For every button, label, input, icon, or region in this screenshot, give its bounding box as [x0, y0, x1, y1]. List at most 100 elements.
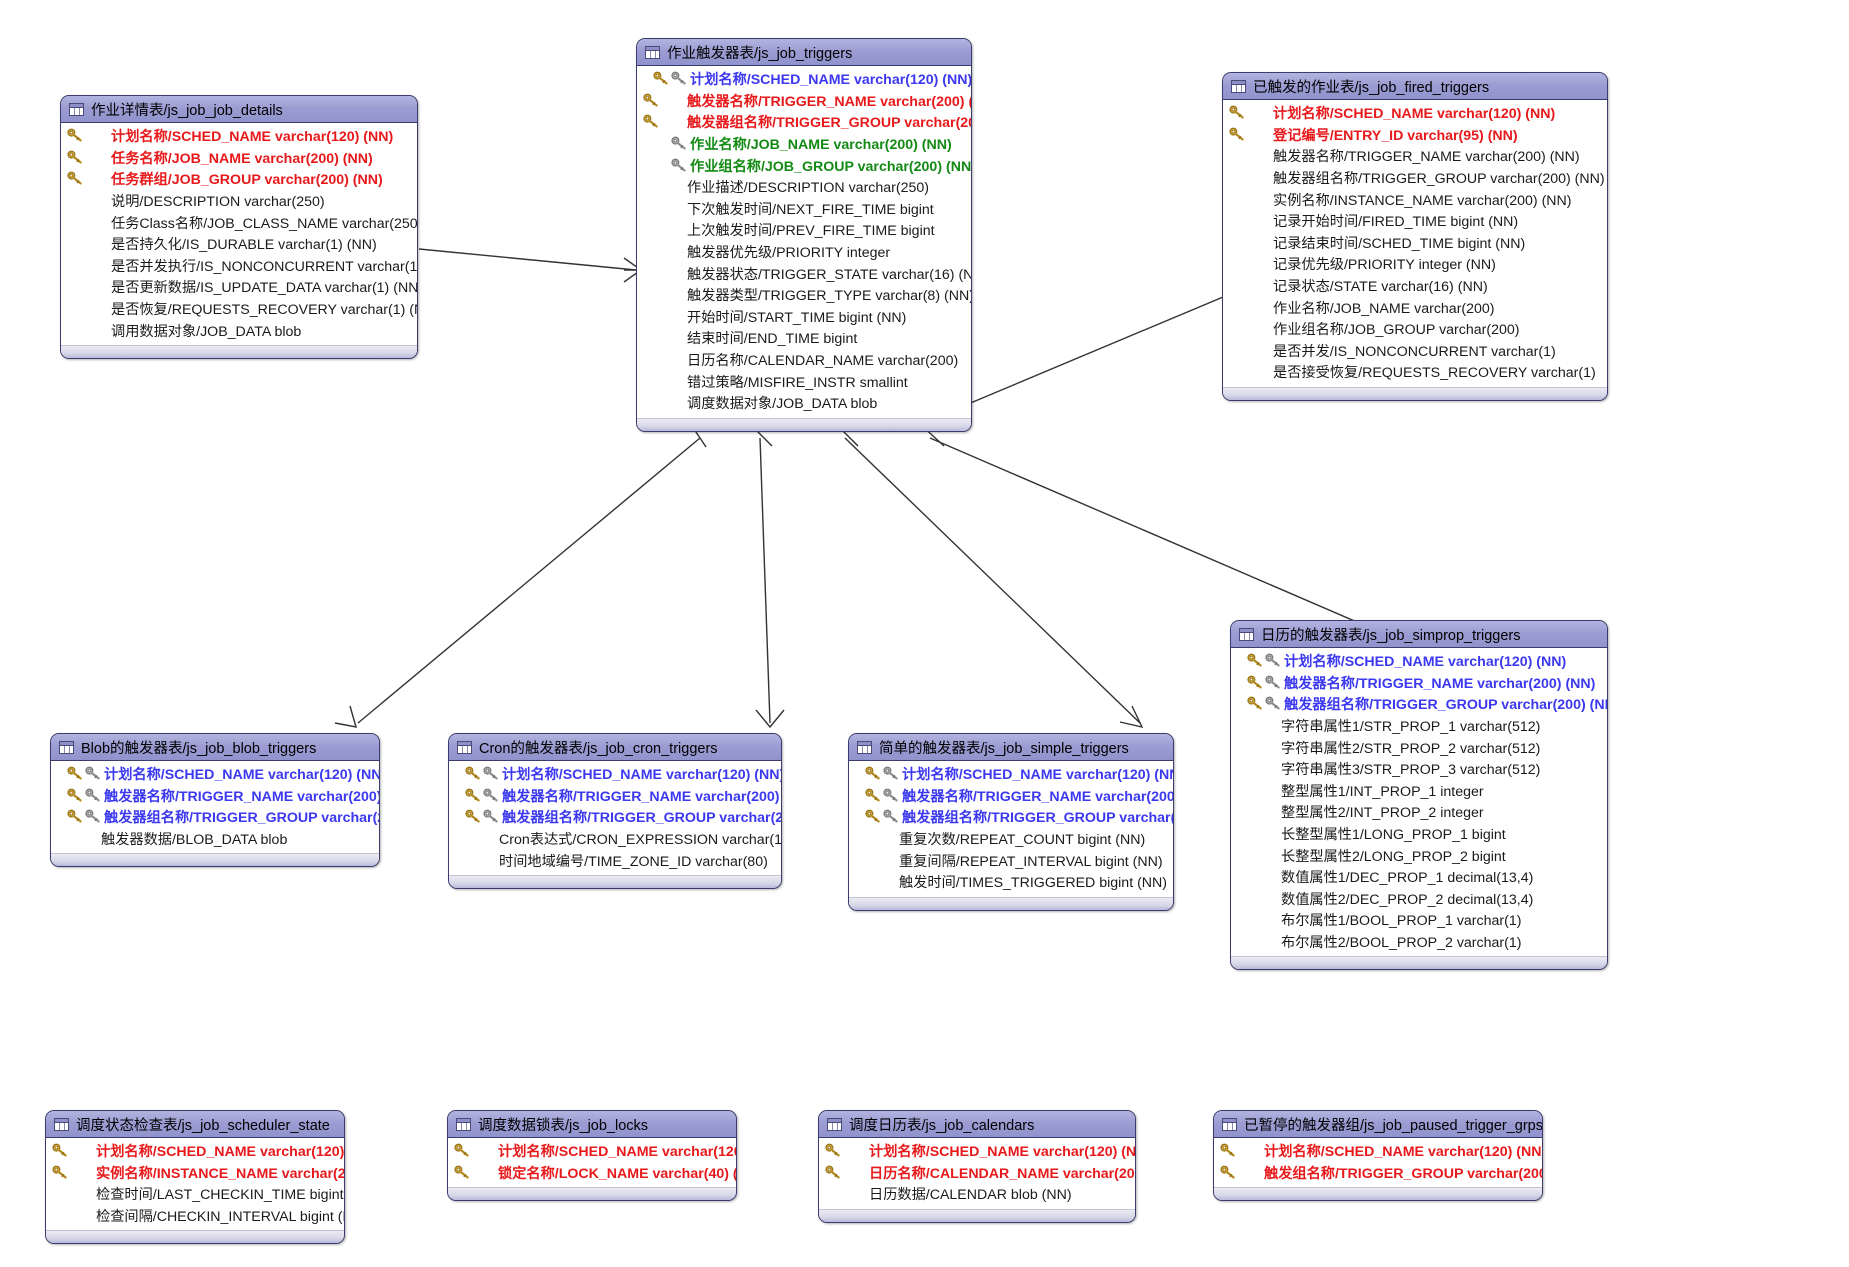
entity-table-job_blob_triggers[interactable]: Blob的触发器表/js_job_blob_triggers 计划名称/SCHED…: [50, 733, 380, 868]
entity-table-job_fired_triggers[interactable]: 已触发的作业表/js_job_fired_triggers 计划名称/SCHED_…: [1222, 72, 1608, 401]
column-row[interactable]: 是否接受恢复/REQUESTS_RECOVERY varchar(1): [1223, 363, 1607, 385]
column-row[interactable]: 触发器名称/TRIGGER_NAME varchar(200) (NN): [849, 787, 1173, 809]
column-row[interactable]: 布尔属性2/BOOL_PROP_2 varchar(1): [1231, 933, 1607, 955]
table-header-job_simple_triggers[interactable]: 简单的触发器表/js_job_simple_triggers: [849, 734, 1173, 761]
column-row[interactable]: 作业名称/JOB_NAME varchar(200): [1223, 298, 1607, 320]
column-row[interactable]: 计划名称/SCHED_NAME varchar(120) (NN): [46, 1142, 344, 1164]
column-row[interactable]: 作业名称/JOB_NAME varchar(200) (NN): [637, 135, 971, 157]
entity-table-job_simple_triggers[interactable]: 简单的触发器表/js_job_simple_triggers 计划名称/SCHED…: [848, 733, 1174, 911]
column-row[interactable]: 登记编号/ENTRY_ID varchar(95) (NN): [1223, 126, 1607, 148]
column-row[interactable]: 字符串属性1/STR_PROP_1 varchar(512): [1231, 717, 1607, 739]
column-row[interactable]: 数值属性1/DEC_PROP_1 decimal(13,4): [1231, 868, 1607, 890]
column-row[interactable]: 触发时间/TIMES_TRIGGERED bigint (NN): [849, 873, 1173, 895]
column-row[interactable]: 触发器优先级/PRIORITY integer: [637, 243, 971, 265]
column-row[interactable]: 计划名称/SCHED_NAME varchar(120) (NN): [819, 1142, 1135, 1164]
column-row[interactable]: 触发器组名称/TRIGGER_GROUP varchar(200) (NN): [849, 808, 1173, 830]
table-header-job_calendars[interactable]: 调度日历表/js_job_calendars: [819, 1111, 1135, 1138]
column-row[interactable]: 重复次数/REPEAT_COUNT bigint (NN): [849, 830, 1173, 852]
column-row[interactable]: 检查间隔/CHECKIN_INTERVAL bigint (NN): [46, 1207, 344, 1229]
column-row[interactable]: 任务名称/JOB_NAME varchar(200) (NN): [61, 149, 417, 171]
column-row[interactable]: 字符串属性2/STR_PROP_2 varchar(512): [1231, 738, 1607, 760]
column-row[interactable]: 触发器名称/TRIGGER_NAME varchar(200) (NN): [1223, 147, 1607, 169]
table-header-job_paused_trigger_grps[interactable]: 已暂停的触发器组/js_job_paused_trigger_grps: [1214, 1111, 1542, 1138]
table-header-job_triggers[interactable]: 作业触发器表/js_job_triggers: [637, 39, 971, 66]
entity-table-job_triggers[interactable]: 作业触发器表/js_job_triggers 计划名称/SCHED_NAME va…: [636, 38, 972, 432]
column-row[interactable]: 触发器组名称/TRIGGER_GROUP varchar(200) (NN): [1223, 169, 1607, 191]
column-row[interactable]: 计划名称/SCHED_NAME varchar(120) (NN): [1214, 1142, 1542, 1164]
column-row[interactable]: 计划名称/SCHED_NAME varchar(120) (NN): [51, 765, 379, 787]
column-row[interactable]: 触发器组名称/TRIGGER_GROUP varchar(200) (NN): [51, 808, 379, 830]
column-row[interactable]: 计划名称/SCHED_NAME varchar(120) (NN): [449, 765, 781, 787]
column-row[interactable]: 记录结束时间/SCHED_TIME bigint (NN): [1223, 234, 1607, 256]
entity-table-job_job_details[interactable]: 作业详情表/js_job_job_details 计划名称/SCHED_NAME …: [60, 95, 418, 359]
table-header-job_job_details[interactable]: 作业详情表/js_job_job_details: [61, 96, 417, 123]
entity-table-job_scheduler_state[interactable]: 调度状态检查表/js_job_scheduler_state 计划名称/SCHED…: [45, 1110, 345, 1245]
column-row[interactable]: 长整型属性1/LONG_PROP_1 bigint: [1231, 825, 1607, 847]
column-row[interactable]: 作业描述/DESCRIPTION varchar(250): [637, 178, 971, 200]
column-row[interactable]: 计划名称/SCHED_NAME varchar(120) (NN): [1231, 652, 1607, 674]
column-row[interactable]: 结束时间/END_TIME bigint: [637, 329, 971, 351]
entity-table-job_simprop_triggers[interactable]: 日历的触发器表/js_job_simprop_triggers 计划名称/SCHE…: [1230, 620, 1608, 971]
column-row[interactable]: 计划名称/SCHED_NAME varchar(120) (NN): [448, 1142, 736, 1164]
column-row[interactable]: 重复间隔/REPEAT_INTERVAL bigint (NN): [849, 851, 1173, 873]
entity-table-job_cron_triggers[interactable]: Cron的触发器表/js_job_cron_triggers 计划名称/SCHED…: [448, 733, 782, 889]
column-row[interactable]: 触发器名称/TRIGGER_NAME varchar(200) (NN): [51, 787, 379, 809]
column-row[interactable]: 触发器状态/TRIGGER_STATE varchar(16) (NN): [637, 264, 971, 286]
column-row[interactable]: 调用数据对象/JOB_DATA blob: [61, 321, 417, 343]
table-header-job_locks[interactable]: 调度数据锁表/js_job_locks: [448, 1111, 736, 1138]
table-header-job_blob_triggers[interactable]: Blob的触发器表/js_job_blob_triggers: [51, 734, 379, 761]
column-row[interactable]: 日历名称/CALENDAR_NAME varchar(200) (NN): [819, 1164, 1135, 1186]
column-row[interactable]: 作业组名称/JOB_GROUP varchar(200): [1223, 320, 1607, 342]
column-row[interactable]: 触发器组名称/TRIGGER_GROUP varchar(200) (NN): [449, 808, 781, 830]
column-row[interactable]: 错过策略/MISFIRE_INSTR smallint: [637, 372, 971, 394]
column-row[interactable]: 触发器名称/TRIGGER_NAME varchar(200) (NN): [1231, 674, 1607, 696]
table-header-job_cron_triggers[interactable]: Cron的触发器表/js_job_cron_triggers: [449, 734, 781, 761]
column-row[interactable]: 整型属性1/INT_PROP_1 integer: [1231, 782, 1607, 804]
table-header-job_fired_triggers[interactable]: 已触发的作业表/js_job_fired_triggers: [1223, 73, 1607, 100]
column-row[interactable]: 记录开始时间/FIRED_TIME bigint (NN): [1223, 212, 1607, 234]
column-row[interactable]: Cron表达式/CRON_EXPRESSION varchar(120) (NN…: [449, 830, 781, 852]
entity-table-job_locks[interactable]: 调度数据锁表/js_job_locks 计划名称/SCHED_NAME varch…: [447, 1110, 737, 1202]
column-row[interactable]: 触发器类型/TRIGGER_TYPE varchar(8) (NN): [637, 286, 971, 308]
column-row[interactable]: 字符串属性3/STR_PROP_3 varchar(512): [1231, 760, 1607, 782]
column-row[interactable]: 检查时间/LAST_CHECKIN_TIME bigint (NN): [46, 1185, 344, 1207]
column-row[interactable]: 触发器名称/TRIGGER_NAME varchar(200) (NN): [449, 787, 781, 809]
column-row[interactable]: 计划名称/SCHED_NAME varchar(120) (NN): [1223, 104, 1607, 126]
entity-table-job_paused_trigger_grps[interactable]: 已暂停的触发器组/js_job_paused_trigger_grps 计划名称/…: [1213, 1110, 1543, 1202]
column-row[interactable]: 开始时间/START_TIME bigint (NN): [637, 308, 971, 330]
table-header-job_scheduler_state[interactable]: 调度状态检查表/js_job_scheduler_state: [46, 1111, 344, 1138]
column-row[interactable]: 是否持久化/IS_DURABLE varchar(1) (NN): [61, 235, 417, 257]
column-row[interactable]: 是否恢复/REQUESTS_RECOVERY varchar(1) (NN): [61, 300, 417, 322]
column-row[interactable]: 长整型属性2/LONG_PROP_2 bigint: [1231, 846, 1607, 868]
column-row[interactable]: 触发组名称/TRIGGER_GROUP varchar(200) (NN): [1214, 1164, 1542, 1186]
column-row[interactable]: 触发器名称/TRIGGER_NAME varchar(200) (NN): [637, 92, 971, 114]
column-row[interactable]: 锁定名称/LOCK_NAME varchar(40) (NN): [448, 1164, 736, 1186]
column-row[interactable]: 调度数据对象/JOB_DATA blob: [637, 394, 971, 416]
column-row[interactable]: 计划名称/SCHED_NAME varchar(120) (NN): [637, 70, 971, 92]
column-row[interactable]: 是否更新数据/IS_UPDATE_DATA varchar(1) (NN): [61, 278, 417, 300]
column-row[interactable]: 是否并发/IS_NONCONCURRENT varchar(1): [1223, 342, 1607, 364]
column-row[interactable]: 任务Class名称/JOB_CLASS_NAME varchar(250) (N…: [61, 213, 417, 235]
column-row[interactable]: 触发器组名称/TRIGGER_GROUP varchar(200) (NN): [637, 113, 971, 135]
column-row[interactable]: 布尔属性1/BOOL_PROP_1 varchar(1): [1231, 911, 1607, 933]
column-row[interactable]: 计划名称/SCHED_NAME varchar(120) (NN): [61, 127, 417, 149]
column-row[interactable]: 实例名称/INSTANCE_NAME varchar(200) (NN): [46, 1164, 344, 1186]
column-row[interactable]: 数值属性2/DEC_PROP_2 decimal(13,4): [1231, 890, 1607, 912]
column-row[interactable]: 日历名称/CALENDAR_NAME varchar(200): [637, 351, 971, 373]
column-row[interactable]: 触发器数据/BLOB_DATA blob: [51, 830, 379, 852]
column-row[interactable]: 记录状态/STATE varchar(16) (NN): [1223, 277, 1607, 299]
column-row[interactable]: 作业组名称/JOB_GROUP varchar(200) (NN): [637, 156, 971, 178]
table-header-job_simprop_triggers[interactable]: 日历的触发器表/js_job_simprop_triggers: [1231, 621, 1607, 648]
column-row[interactable]: 记录优先级/PRIORITY integer (NN): [1223, 255, 1607, 277]
column-row[interactable]: 下次触发时间/NEXT_FIRE_TIME bigint: [637, 200, 971, 222]
entity-table-job_calendars[interactable]: 调度日历表/js_job_calendars 计划名称/SCHED_NAME va…: [818, 1110, 1136, 1223]
column-row[interactable]: 整型属性2/INT_PROP_2 integer: [1231, 803, 1607, 825]
column-row[interactable]: 说明/DESCRIPTION varchar(250): [61, 192, 417, 214]
column-row[interactable]: 实例名称/INSTANCE_NAME varchar(200) (NN): [1223, 190, 1607, 212]
column-row[interactable]: 时间地域编号/TIME_ZONE_ID varchar(80): [449, 851, 781, 873]
column-row[interactable]: 日历数据/CALENDAR blob (NN): [819, 1185, 1135, 1207]
column-row[interactable]: 上次触发时间/PREV_FIRE_TIME bigint: [637, 221, 971, 243]
column-row[interactable]: 计划名称/SCHED_NAME varchar(120) (NN): [849, 765, 1173, 787]
column-row[interactable]: 触发器组名称/TRIGGER_GROUP varchar(200) (NN): [1231, 695, 1607, 717]
column-row[interactable]: 任务群组/JOB_GROUP varchar(200) (NN): [61, 170, 417, 192]
